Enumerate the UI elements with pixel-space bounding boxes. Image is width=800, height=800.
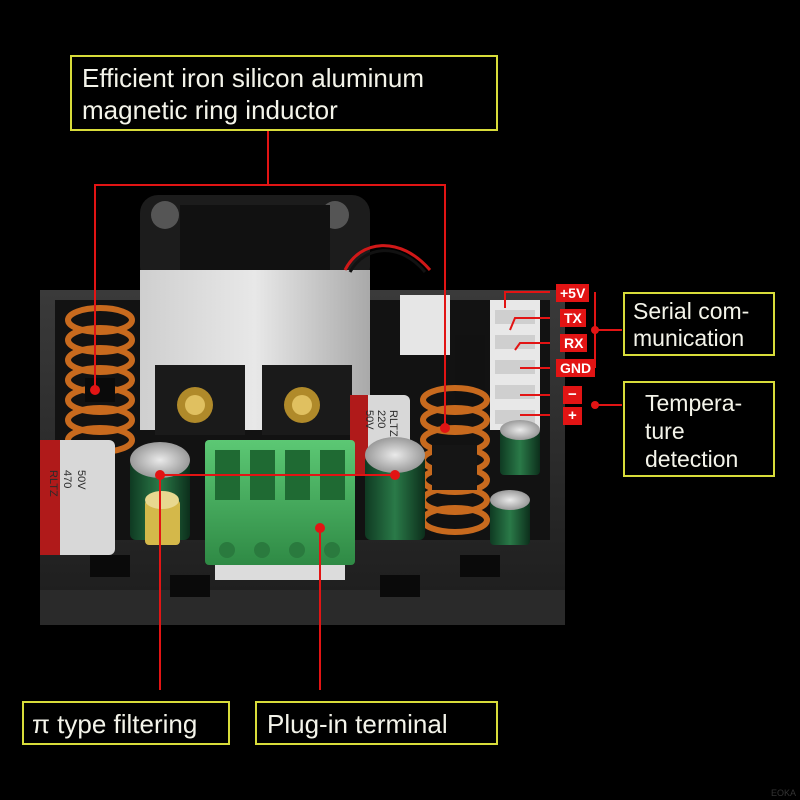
pin-label-5v: +5V [556, 284, 590, 302]
capacitor-470uf: RLTZ 470 50V [40, 440, 115, 555]
small-capacitor-1 [500, 420, 540, 475]
temperature-callout: Tempera- ture detection [623, 381, 775, 477]
serial-callout: Serial com- munication [623, 292, 775, 356]
terminal-callout: Plug-in terminal [255, 701, 498, 745]
serial-callout-line1: Serial com- [633, 298, 750, 324]
temperature-callout-line3: detection [645, 446, 739, 472]
capacitor-right-line3: 50V [363, 410, 375, 430]
small-capacitor-2 [490, 490, 530, 545]
temperature-callout-line2: ture [645, 418, 685, 444]
filter-capacitor-right [365, 437, 425, 540]
capacitor-left-line2: 470 [61, 470, 73, 488]
pin-label-plus: + [563, 407, 582, 425]
capacitor-right-line1: RLTZ [387, 410, 399, 437]
watermark: EOKA [770, 788, 796, 798]
leader-dots [90, 326, 599, 533]
capacitor-right-line2: 220 [375, 410, 387, 428]
heatsink [140, 270, 370, 435]
inductor-callout-line1: Efficient iron silicon aluminum [82, 63, 424, 93]
leader-lines [94, 130, 622, 690]
pin-label-gnd: GND [556, 359, 596, 377]
terminal-block [205, 440, 355, 580]
pin-label-rx: RX [560, 334, 588, 352]
capacitor-left-line1: RLTZ [47, 470, 59, 497]
serial-callout-line2: munication [633, 325, 745, 351]
inductor-callout: Efficient iron silicon aluminum magnetic… [70, 55, 498, 131]
inductor-callout-line2: magnetic ring inductor [82, 95, 338, 125]
pin-label-tx: TX [560, 309, 586, 327]
left-inductor [65, 305, 135, 455]
small-capacitor-3 [145, 491, 180, 545]
filtering-callout: π type filtering [22, 701, 230, 745]
capacitor-left-line3: 50V [75, 470, 87, 490]
terminal-callout-label: Plug-in terminal [267, 709, 448, 739]
filtering-callout-label: π type filtering [32, 709, 198, 739]
pin-label-minus: − [563, 386, 582, 404]
cooling-fan [140, 195, 370, 285]
temperature-callout-line1: Tempera- [645, 390, 743, 416]
serial-header [490, 300, 540, 430]
